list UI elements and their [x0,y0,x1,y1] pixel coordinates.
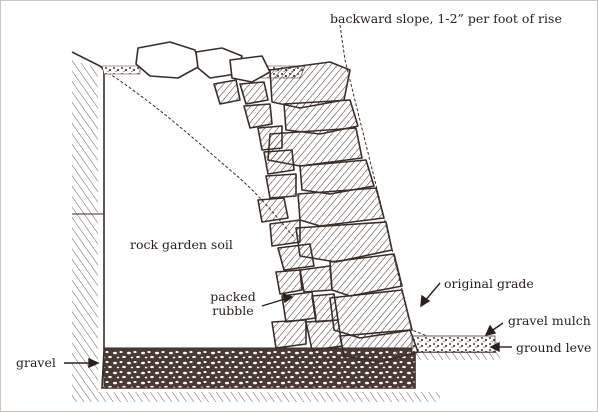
backward-slope-label: backward slope, 1-2” per foot of rise [330,12,562,26]
packed-rubble-label-line1: packed [205,290,261,304]
original-grade-label: original grade [444,277,534,291]
gravel-mulch-patch [412,336,495,352]
ground-level-label: ground leve [516,341,591,355]
gravel-mulch-label: gravel mulch [508,314,591,328]
gravel-label: gravel [16,356,56,370]
packed-rubble-label: packed rubble [205,290,261,318]
wall-stones [136,42,418,362]
packed-rubble-label-line2: rubble [205,304,261,318]
rock-garden-soil-label: rock garden soil [130,238,233,252]
